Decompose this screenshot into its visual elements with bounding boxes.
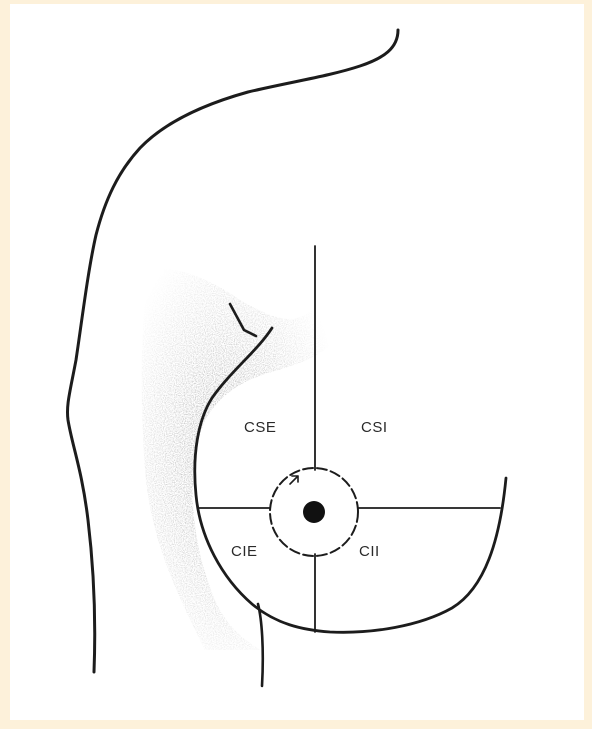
label-lower-outer-quadrant: CIE [231, 543, 258, 560]
stipple-shading [142, 269, 335, 650]
label-lower-inner-quadrant: CII [359, 543, 380, 560]
label-upper-outer-quadrant: CSE [244, 419, 276, 436]
label-upper-inner-quadrant: CSI [361, 419, 388, 436]
areola-mark [290, 476, 298, 484]
inframammary-line [258, 604, 263, 686]
nipple-dot [303, 501, 325, 523]
